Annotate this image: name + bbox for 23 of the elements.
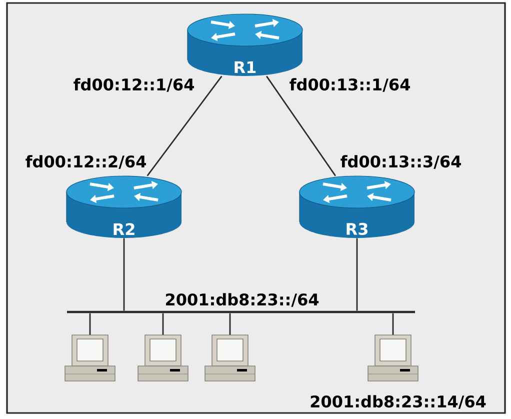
link-line [123,238,125,311]
address-label: 2001:db8:23::14/64 [310,395,486,409]
bus-line [67,310,415,314]
computer [138,334,188,382]
node-label: R1 [234,61,256,74]
address-label: fd00:12::1/64 [74,78,194,92]
computer [64,334,116,382]
computer [204,334,256,382]
router: R2 [66,176,182,238]
link-line [356,238,358,311]
link-line [146,76,222,176]
link-line [162,313,164,335]
address-label: fd00:13::1/64 [290,78,410,92]
router: R1 [187,14,303,76]
link-line [266,76,336,176]
router: R3 [299,176,415,238]
link-line [229,313,231,335]
link-line [392,313,394,335]
address-label: 2001:db8:23::/64 [166,293,319,307]
link-line [89,313,91,335]
address-label: fd00:13::3/64 [340,155,461,169]
address-label: fd00:12::2/64 [26,155,146,169]
computer [368,334,418,382]
